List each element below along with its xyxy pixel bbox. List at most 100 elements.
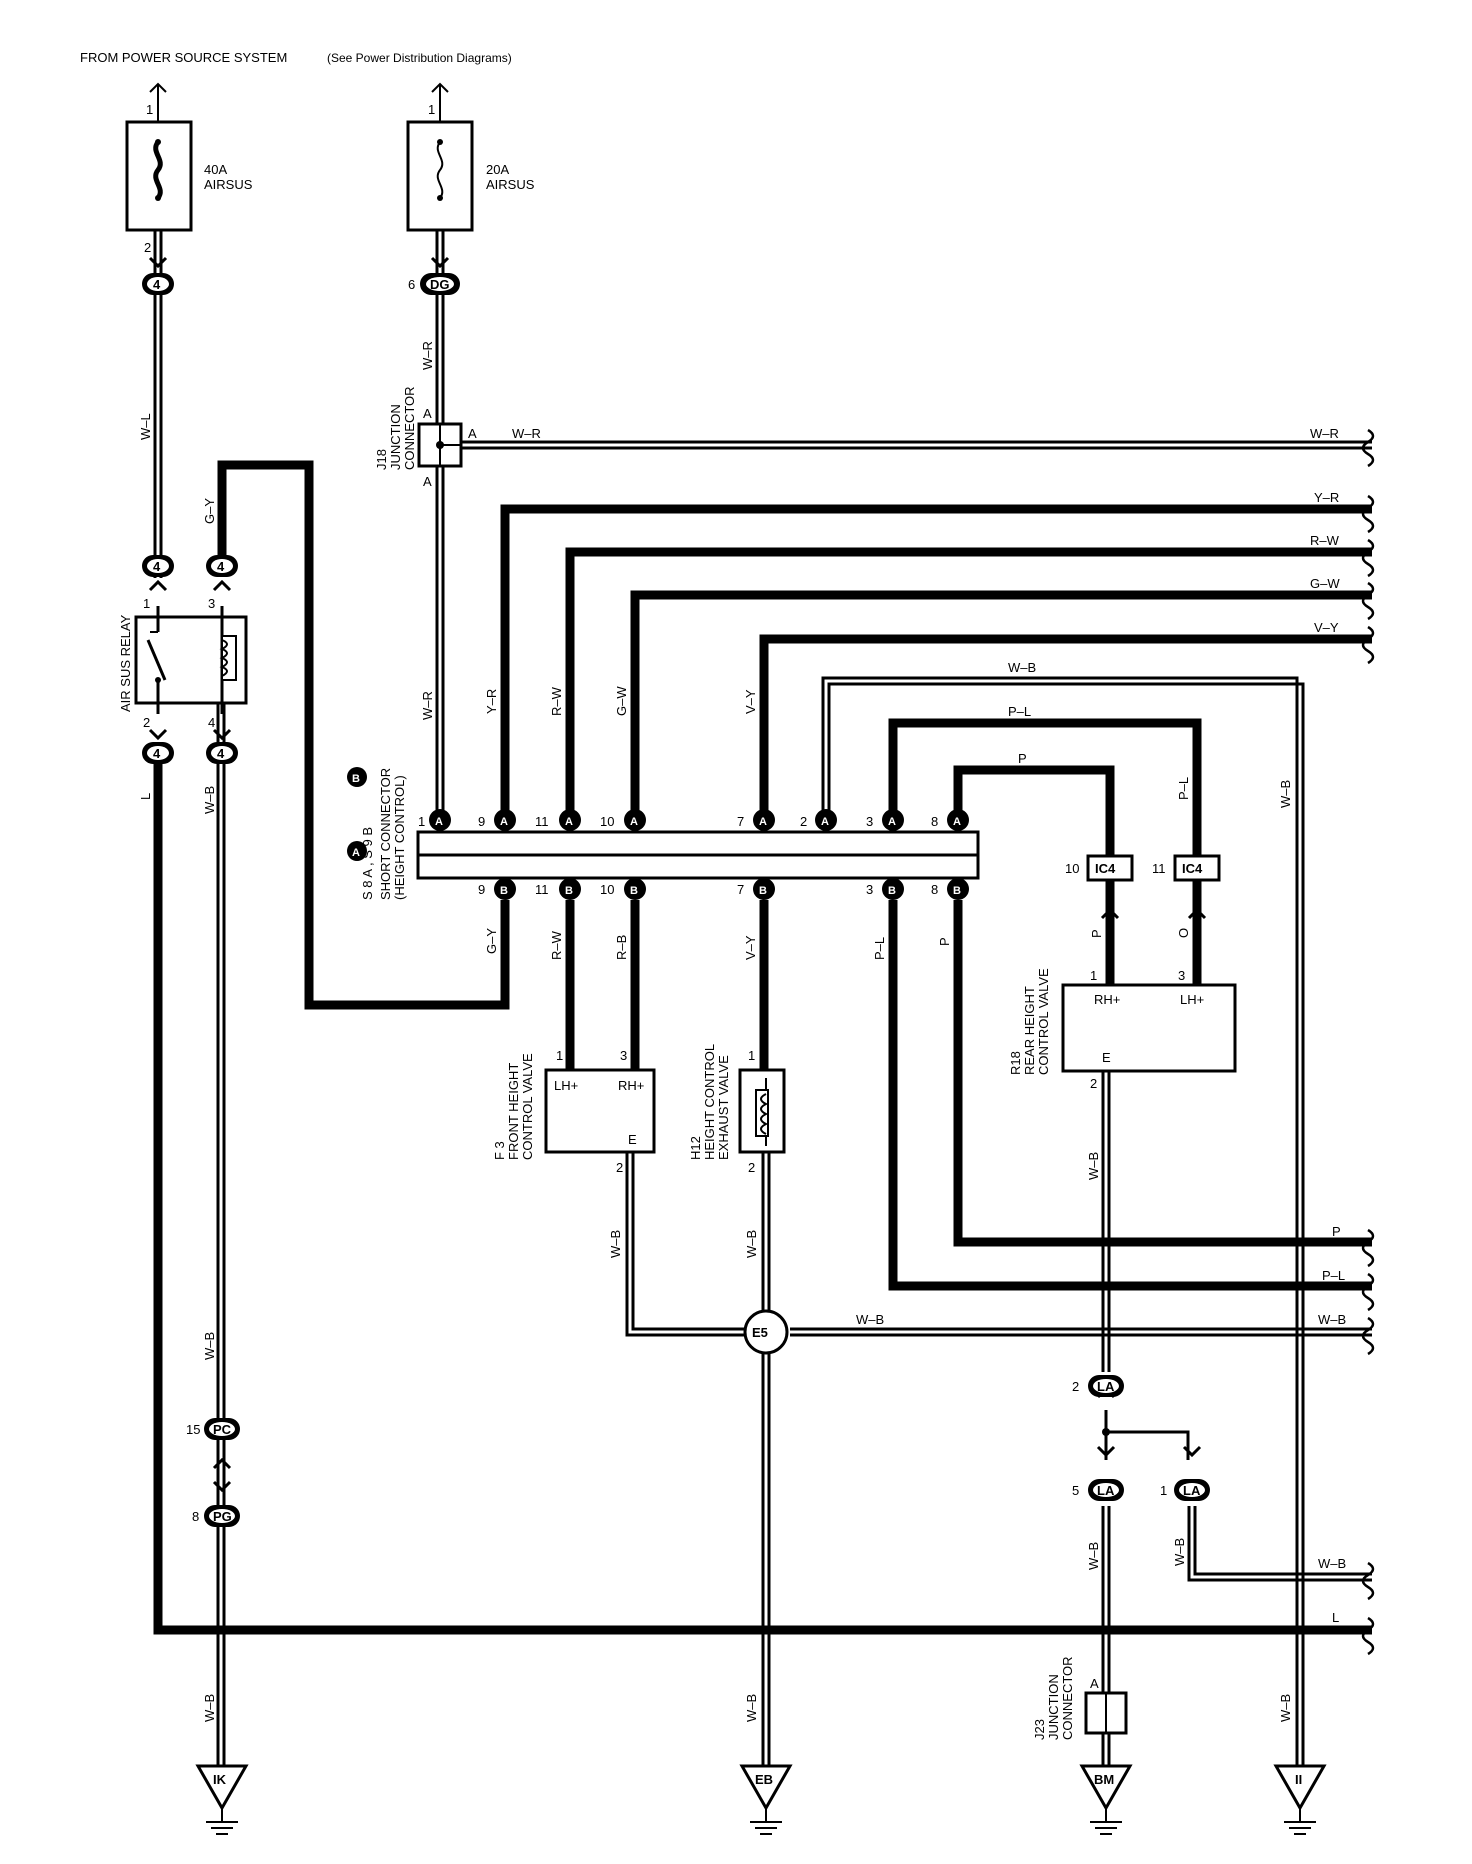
fuse-20a-name: AIRSUS <box>486 177 535 192</box>
svg-text:R–W: R–W <box>549 686 564 716</box>
pin-10b: 10 B <box>600 878 646 900</box>
connector-la-2: LA 2 <box>1072 1375 1124 1397</box>
svg-text:2: 2 <box>1090 1076 1097 1091</box>
svg-text:4: 4 <box>217 746 225 761</box>
svg-text:W–R: W–R <box>1310 426 1339 441</box>
r18-name1: REAR HEIGHT <box>1022 986 1037 1075</box>
short-conn-name1: SHORT CONNECTOR <box>378 768 393 900</box>
svg-text:P: P <box>1018 751 1027 766</box>
h12-name2: EXHAUST VALVE <box>716 1055 731 1160</box>
connector-la-5: LA 5 <box>1072 1479 1124 1501</box>
ground-ii: II <box>1273 1764 1327 1835</box>
svg-text:G–W: G–W <box>614 686 629 716</box>
j18-name2: CONNECTOR <box>402 386 417 470</box>
j23-name2: CONNECTOR <box>1060 1656 1075 1740</box>
connector-la-1: LA 1 <box>1160 1479 1210 1501</box>
svg-text:11: 11 <box>535 814 549 829</box>
svg-text:A: A <box>565 816 573 828</box>
svg-text:A: A <box>821 816 829 828</box>
connector-4-top-left: 4 <box>142 273 174 295</box>
connector-4-relay-in-right: 4 <box>206 555 238 577</box>
fuse-40a: 1 40A AIRSUS <box>125 82 253 232</box>
connector-pc: PC 15 <box>186 1418 240 1440</box>
ground-bm: BM <box>1079 1764 1133 1835</box>
svg-text:1: 1 <box>748 1048 755 1063</box>
svg-text:W–R: W–R <box>512 426 541 441</box>
svg-text:1: 1 <box>428 102 435 117</box>
connector-4-relay-out-right: 4 <box>206 742 238 764</box>
j18-id: J18 <box>374 449 389 470</box>
svg-text:1: 1 <box>1160 1483 1167 1498</box>
svg-text:Y–R: Y–R <box>1314 490 1339 505</box>
svg-text:G–Y: G–Y <box>202 498 217 524</box>
svg-text:L: L <box>138 793 153 800</box>
svg-text:V–Y: V–Y <box>1314 620 1339 635</box>
svg-text:Y–R: Y–R <box>484 689 499 714</box>
svg-text:P: P <box>1089 929 1104 938</box>
svg-text:E: E <box>1102 1050 1111 1065</box>
svg-text:10: 10 <box>1065 861 1079 876</box>
header-title: FROM POWER SOURCE SYSTEM <box>80 50 287 65</box>
svg-text:3: 3 <box>1178 968 1185 983</box>
svg-text:15: 15 <box>186 1422 200 1437</box>
short-conn-parts: S 8 A , S 9 B <box>360 827 375 900</box>
svg-text:RH+: RH+ <box>1094 992 1120 1007</box>
svg-text:2: 2 <box>616 1160 623 1175</box>
svg-text:IK: IK <box>213 1772 227 1787</box>
connector-4-group: 4 4 4 4 4 <box>142 273 238 764</box>
svg-text:11: 11 <box>1152 861 1166 876</box>
short-conn-symbols: B A <box>347 767 367 861</box>
ground-ik: IK <box>195 1764 249 1835</box>
svg-text:2: 2 <box>748 1160 755 1175</box>
j23-id: J23 <box>1032 1719 1047 1740</box>
svg-text:1: 1 <box>143 596 150 611</box>
svg-text:A: A <box>468 426 477 441</box>
svg-text:IC4: IC4 <box>1182 861 1203 876</box>
svg-text:8: 8 <box>931 882 938 897</box>
svg-text:B: B <box>630 885 638 897</box>
svg-text:W–B: W–B <box>1318 1312 1346 1327</box>
svg-text:W–B: W–B <box>1172 1538 1187 1566</box>
svg-text:2: 2 <box>144 240 151 255</box>
air-sus-relay: AIR SUS RELAY 1 3 2 4 <box>118 596 248 730</box>
svg-text:LA: LA <box>1097 1379 1115 1394</box>
svg-text:A: A <box>500 816 508 828</box>
svg-text:W–L: W–L <box>138 413 153 440</box>
svg-text:3: 3 <box>866 814 873 829</box>
connector-4-relay-out-left: 4 <box>142 742 174 764</box>
svg-text:W–B: W–B <box>1008 660 1036 675</box>
svg-text:P–L: P–L <box>1008 704 1031 719</box>
svg-text:4: 4 <box>153 277 161 292</box>
e5-splice: E5 <box>743 1309 789 1355</box>
svg-text:P–L: P–L <box>1176 777 1191 800</box>
svg-text:PG: PG <box>213 1509 232 1524</box>
svg-text:7: 7 <box>737 882 744 897</box>
svg-text:4: 4 <box>153 559 161 574</box>
j18-junction-connector: A A A J18 JUNCTION CONNECTOR <box>374 386 477 489</box>
f3-name2: CONTROL VALVE <box>520 1053 535 1160</box>
j23-name1: JUNCTION <box>1046 1674 1061 1740</box>
svg-text:A: A <box>435 816 443 828</box>
svg-text:A: A <box>953 816 961 828</box>
f3-id: F 3 <box>492 1141 507 1160</box>
svg-text:E: E <box>628 1132 637 1147</box>
svg-text:W–B: W–B <box>608 1230 623 1258</box>
svg-text:II: II <box>1295 1772 1302 1787</box>
connector-4-relay-in-left: 4 <box>142 555 174 577</box>
connector-pg: PG 8 <box>192 1505 240 1527</box>
svg-text:2: 2 <box>800 814 807 829</box>
ground-eb: EB <box>739 1764 793 1835</box>
svg-text:8: 8 <box>931 814 938 829</box>
svg-text:10: 10 <box>600 882 614 897</box>
svg-text:PC: PC <box>213 1422 232 1437</box>
r18-name2: CONTROL VALVE <box>1036 968 1051 1075</box>
svg-text:B: B <box>888 885 896 897</box>
